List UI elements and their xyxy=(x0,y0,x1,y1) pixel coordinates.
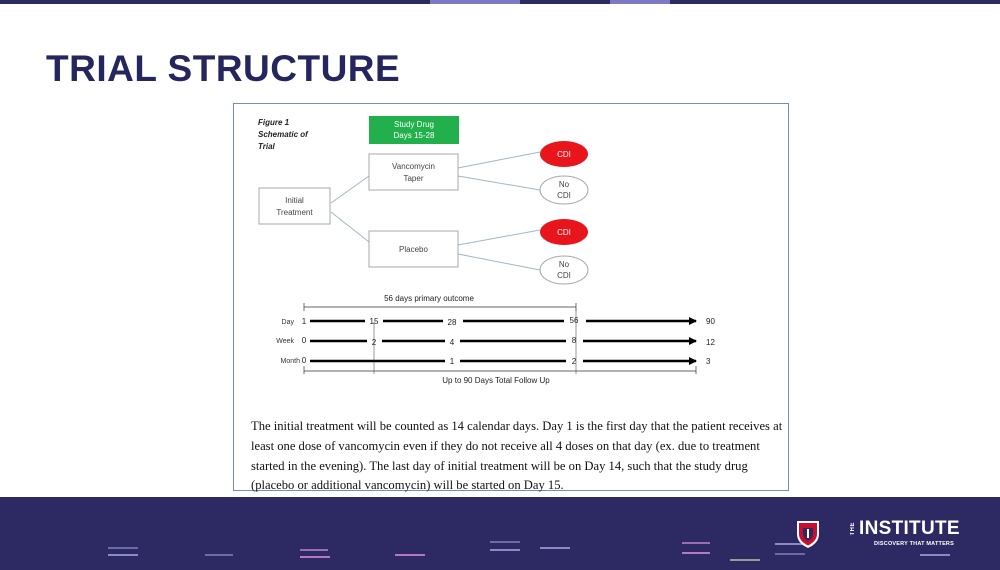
footer-decor-line xyxy=(300,556,330,558)
timeline-tick-label: 90 xyxy=(706,317,715,326)
branch-line xyxy=(457,175,541,191)
initial-treatment-label: Treatment xyxy=(276,208,313,217)
vancomycin-taper-box xyxy=(368,153,459,191)
timeline-tick-label: 8 xyxy=(572,336,577,345)
figure-label: Schematic of xyxy=(258,130,309,139)
footer-decor-line xyxy=(540,547,570,549)
cdi-outcome-label: CDI xyxy=(557,150,571,159)
branch-line xyxy=(330,175,370,204)
no-cdi-outcome-label: CDI xyxy=(557,271,571,280)
branch-line xyxy=(330,211,370,243)
timeline-tick-label: 56 xyxy=(570,316,579,325)
timeline-tick-label: 1 xyxy=(450,357,455,366)
timeline-row-label: Day xyxy=(282,319,295,326)
top-strip-accent xyxy=(430,0,520,4)
placebo-label: Placebo xyxy=(399,245,428,254)
no-cdi-outcome-node xyxy=(539,175,589,205)
timeline-tick-label: 2 xyxy=(572,357,577,366)
timeline-tick-label: 15 xyxy=(370,317,379,326)
cdi-outcome-node xyxy=(540,141,588,167)
study-drug-days: Days 15-28 xyxy=(394,131,435,140)
footer-decor-line xyxy=(108,554,138,556)
top-strip-accent xyxy=(610,0,670,4)
cdi-outcome-node xyxy=(540,219,588,245)
footer-decor-line xyxy=(300,549,328,551)
no-cdi-outcome-label: CDI xyxy=(557,191,571,200)
footer-bar xyxy=(0,497,1000,570)
timeline-row-label: Week xyxy=(276,338,294,345)
footer-decor-line xyxy=(775,543,805,545)
footer-decor-line xyxy=(108,547,138,549)
timeline-tick-label: 4 xyxy=(450,338,455,347)
initial-treatment-box xyxy=(258,187,331,225)
brand-name: INSTITUTE xyxy=(859,518,960,539)
initial-treatment-label: Initial xyxy=(285,196,304,205)
timeline-tick-label: 0 xyxy=(302,356,307,365)
branch-line xyxy=(457,151,541,169)
timeline-tick-label: 1 xyxy=(302,317,307,326)
footer-decor-line xyxy=(775,553,805,555)
trial-schematic: Figure 1 Schematic of Trial Study Drug D… xyxy=(258,116,715,385)
institute-shield-logo xyxy=(797,521,819,548)
brand-prefix: THE xyxy=(850,522,856,536)
follow-up-label: Up to 90 Days Total Follow Up xyxy=(442,376,550,385)
timeline-tick-label: 3 xyxy=(706,357,711,366)
placebo-box xyxy=(368,230,459,268)
no-cdi-outcome-label: No xyxy=(559,180,570,189)
branch-lines xyxy=(330,151,541,271)
figure-label: Trial xyxy=(258,142,276,151)
footer-decor-line xyxy=(730,559,760,561)
footer-decor-line xyxy=(682,552,710,554)
timeline-tick-label: 28 xyxy=(448,318,457,327)
footer-decor-line xyxy=(682,542,710,544)
footer-decor-line xyxy=(205,554,233,556)
vancomycin-taper-label: Taper xyxy=(403,174,423,183)
timeline-row-label: Month xyxy=(281,358,301,365)
footer-decor-line xyxy=(395,554,425,556)
primary-outcome-label: 56 days primary outcome xyxy=(384,294,474,303)
timeline-tick-label: 0 xyxy=(302,336,307,345)
figure-panel: Figure 1 Schematic of Trial Study Drug D… xyxy=(233,103,789,492)
footer-decor-line xyxy=(490,541,520,543)
footer-decor-line xyxy=(920,554,950,556)
vancomycin-taper-label: Vancomycin xyxy=(392,162,435,171)
timeline-tick-label: 2 xyxy=(372,338,377,347)
branch-line xyxy=(457,253,541,271)
no-cdi-outcome-label: No xyxy=(559,260,570,269)
cdi-outcome-label: CDI xyxy=(557,228,571,237)
study-drug-label: Study Drug xyxy=(394,120,434,129)
footer-decor-line xyxy=(490,549,520,551)
figure-caption: The initial treatment will be counted as… xyxy=(251,419,783,493)
slide-title: TRIAL STRUCTURE xyxy=(46,48,401,89)
timeline-tick-label: 12 xyxy=(706,338,715,347)
brand-tagline: DISCOVERY THAT MATTERS xyxy=(874,541,954,547)
branch-line xyxy=(457,229,541,246)
study-drug-box xyxy=(369,116,459,144)
figure-label: Figure 1 xyxy=(258,118,290,127)
no-cdi-outcome-node xyxy=(539,255,589,285)
top-strip xyxy=(0,0,1000,4)
